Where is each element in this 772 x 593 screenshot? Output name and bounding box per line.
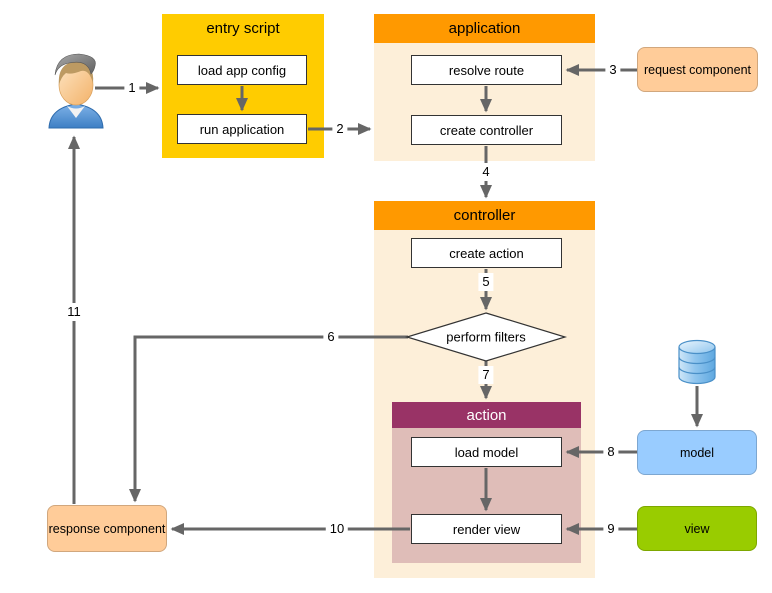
node-create-action: create action [411, 238, 562, 268]
arrow-6 [129, 335, 408, 503]
entry-script-title: entry script [206, 20, 280, 37]
node-load-model: load model [411, 437, 562, 467]
step-label-11: 11 [63, 303, 85, 321]
step-label-6: 6 [323, 328, 339, 346]
person-icon [45, 51, 107, 129]
step-label-4: 4 [478, 163, 494, 181]
step-label-7: 7 [478, 366, 494, 384]
node-request-component: request component [637, 47, 758, 92]
step-label-2: 2 [332, 120, 348, 138]
step-label-5: 5 [478, 273, 494, 291]
node-run-application: run application [177, 114, 307, 144]
node-model: model [637, 430, 757, 475]
step-label-3: 3 [605, 61, 621, 79]
step-label-9: 9 [603, 520, 619, 538]
node-view: view [637, 506, 757, 551]
node-load-app-config: load app config [177, 55, 307, 85]
database-icon [676, 338, 718, 386]
node-response-component: response component [47, 505, 167, 552]
step-label-8: 8 [603, 443, 619, 461]
node-resolve-route: resolve route [411, 55, 562, 85]
node-perform-filters-label: perform filters [446, 329, 526, 345]
node-create-controller: create controller [411, 115, 562, 145]
controller-title: controller [374, 201, 595, 230]
node-render-view: render view [411, 514, 562, 544]
step-label-1: 1 [124, 79, 140, 97]
application-title: application [374, 14, 595, 43]
step-label-10: 10 [325, 520, 349, 538]
action-title: action [392, 402, 581, 428]
